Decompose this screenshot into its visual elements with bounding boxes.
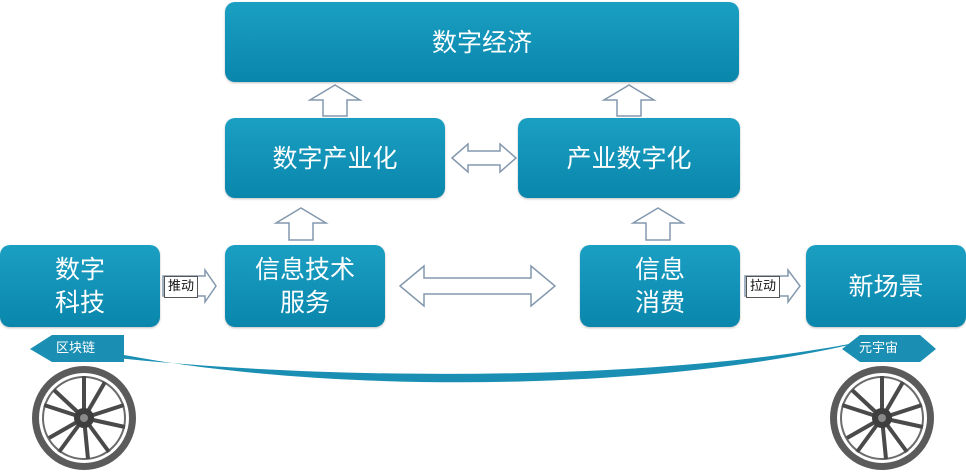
metaverse-label: 元宇宙 bbox=[859, 341, 899, 356]
push-tag: 推动 bbox=[164, 276, 199, 298]
industrial-digitization-label: 产业数字化 bbox=[566, 143, 692, 173]
info-consumption-line-1: 信息 bbox=[634, 255, 685, 284]
right-wheel bbox=[830, 366, 934, 470]
pull-tag: 拉动 bbox=[746, 276, 781, 298]
industrial-digitization-box: 产业数字化 bbox=[518, 118, 740, 198]
digital-economy-label: 数字经济 bbox=[431, 27, 532, 57]
blockchain-label: 区块链 bbox=[56, 341, 96, 356]
up-arrow-economy-right bbox=[601, 84, 657, 117]
digital-industrialization-box: 数字产业化 bbox=[225, 118, 445, 198]
right-wheel-banner bbox=[842, 335, 936, 362]
new-scenarios-box: 新场景 bbox=[806, 245, 966, 327]
left-wheel-banner bbox=[30, 335, 124, 362]
digital-tech-line-1: 数字 bbox=[54, 255, 105, 284]
it-services-line-1: 信息技术 bbox=[254, 255, 355, 284]
info-consumption-box: 信息 消费 bbox=[580, 245, 740, 327]
up-arrow-industrialization bbox=[273, 207, 329, 241]
axle-band bbox=[90, 340, 870, 383]
up-arrow-economy-left bbox=[307, 84, 363, 117]
digital-economy-box: 数字经济 bbox=[225, 2, 739, 82]
info-consumption-line-2: 消费 bbox=[634, 288, 685, 317]
double-arrow-top bbox=[450, 142, 518, 174]
new-scenarios-label: 新场景 bbox=[848, 271, 924, 301]
digital-tech-line-2: 科技 bbox=[54, 288, 105, 317]
it-services-box: 信息技术 服务 bbox=[225, 245, 385, 327]
digital-industrialization-label: 数字产业化 bbox=[272, 143, 398, 173]
it-services-line-2: 服务 bbox=[279, 288, 330, 317]
left-wheel bbox=[32, 366, 136, 470]
double-arrow-middle bbox=[398, 264, 557, 308]
digital-tech-box: 数字 科技 bbox=[0, 245, 160, 327]
up-arrow-digitization bbox=[630, 207, 686, 241]
